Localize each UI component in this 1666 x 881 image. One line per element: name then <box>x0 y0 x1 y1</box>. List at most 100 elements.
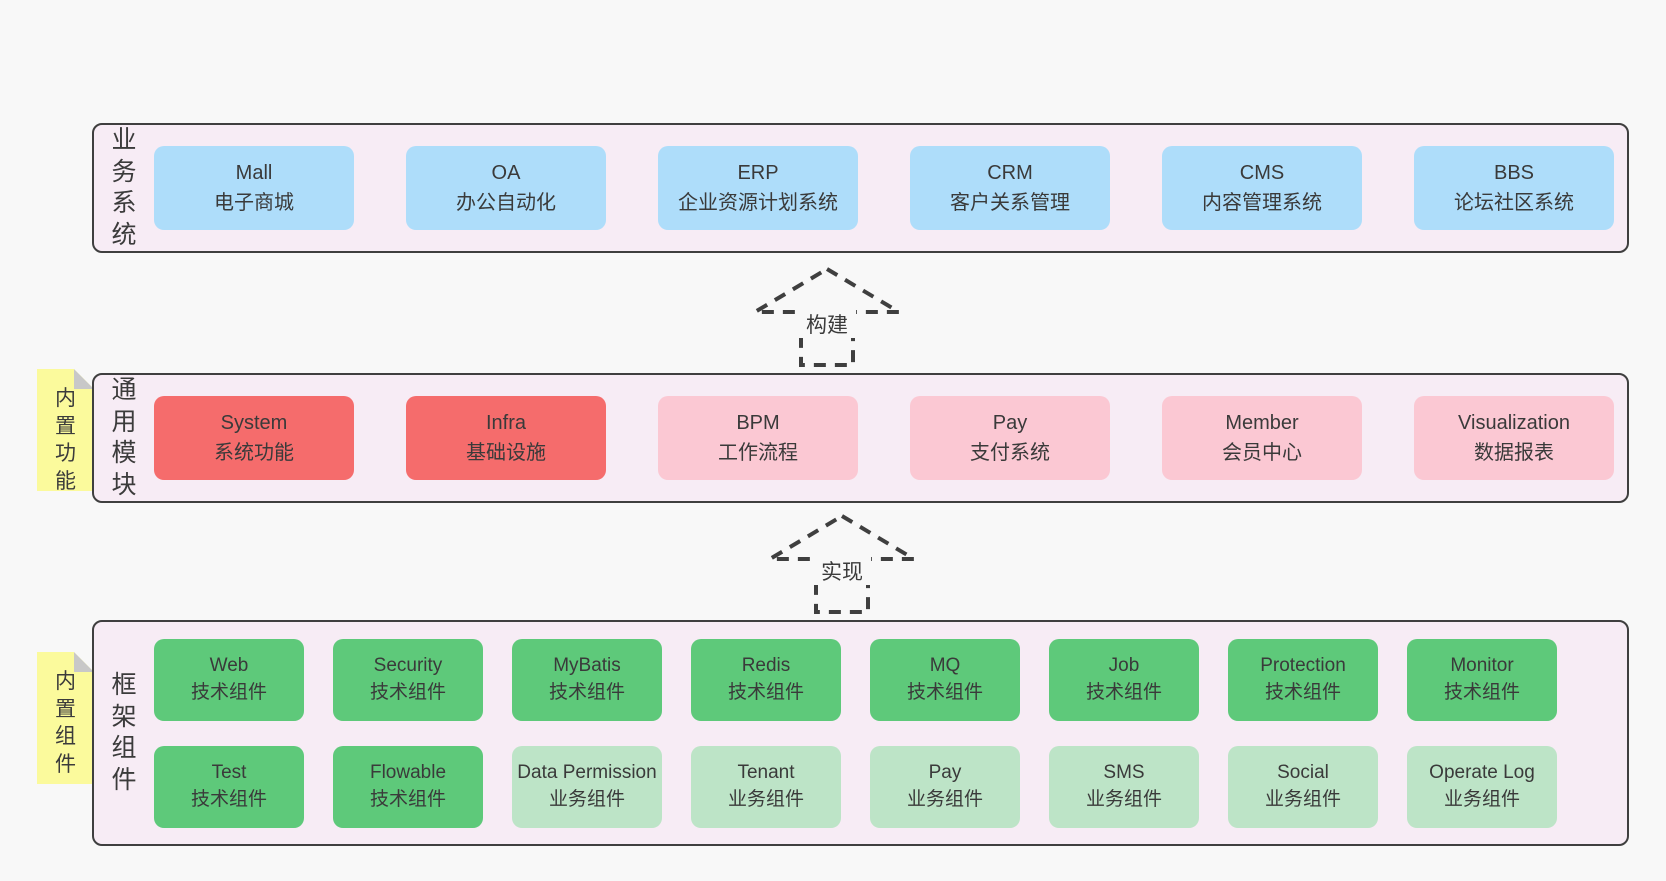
box-pay-component: Pay 业务组件 <box>870 745 1020 828</box>
box-name: Redis <box>741 654 791 676</box>
arrow-label: 构建 <box>806 314 848 337</box>
section-label: 通用模块 <box>111 376 137 499</box>
box-name: SMS <box>1103 761 1145 783</box>
section-common-modules: 通用模块 System 系统功能 Infra 基础设施 BPM 工作流程 Pay… <box>92 373 1629 503</box>
box-monitor: Monitor 技术组件 <box>1407 638 1557 721</box>
box-flowable: Flowable 技术组件 <box>333 745 483 828</box>
box-operate-log: Operate Log 业务组件 <box>1407 745 1557 828</box>
box-desc: 论坛社区系统 <box>1454 192 1574 214</box>
box-data-permission: Data Permission 业务组件 <box>512 745 662 828</box>
sticky-note-builtin-features: 内置功能 <box>37 369 94 491</box>
box-name: Operate Log <box>1429 761 1535 783</box>
note-label: 内置功能 <box>55 387 76 494</box>
box-desc: 企业资源计划系统 <box>678 192 838 214</box>
box-security: Security 技术组件 <box>333 638 483 721</box>
box-name: MyBatis <box>553 654 621 676</box>
box-redis: Redis 技术组件 <box>691 638 841 721</box>
box-desc: 支付系统 <box>970 442 1050 464</box>
box-desc: 业务组件 <box>727 788 804 810</box>
box-desc: 会员中心 <box>1222 442 1302 464</box>
box-desc: 技术组件 <box>548 681 625 703</box>
box-desc: 业务组件 <box>1264 788 1341 810</box>
section-framework-components: 框架组件 Web 技术组件 Security 技术组件 MyBatis 技术组件… <box>92 620 1629 846</box>
business-systems-row: Mall 电子商城 OA 办公自动化 ERP 企业资源计划系统 CRM 客户关系… <box>154 146 1614 230</box>
box-desc: 技术组件 <box>1443 681 1520 703</box>
box-protection: Protection 技术组件 <box>1228 638 1378 721</box>
box-name: Web <box>209 654 249 676</box>
box-visualization: Visualization 数据报表 <box>1414 396 1614 480</box>
box-name: Infra <box>485 412 527 434</box>
box-tenant: Tenant 业务组件 <box>691 745 841 828</box>
box-desc: 客户关系管理 <box>950 192 1070 214</box>
box-name: Monitor <box>1450 654 1514 676</box>
box-desc: 技术组件 <box>1264 681 1341 703</box>
box-mall: Mall 电子商城 <box>154 146 354 230</box>
box-pay-module: Pay 支付系统 <box>910 396 1110 480</box>
box-cms: CMS 内容管理系统 <box>1162 146 1362 230</box>
build-arrow-icon: 构建 <box>752 266 902 367</box>
box-name: Member <box>1225 412 1299 434</box>
box-desc: 办公自动化 <box>456 192 556 214</box>
box-desc: 基础设施 <box>466 442 546 464</box>
box-desc: 技术组件 <box>190 788 267 810</box>
box-test: Test 技术组件 <box>154 745 304 828</box>
note-fold-icon <box>74 369 94 389</box>
box-desc: 业务组件 <box>1443 788 1520 810</box>
box-name: CRM <box>987 162 1033 184</box>
box-name: OA <box>491 162 521 184</box>
note-label: 内置组件 <box>55 670 76 777</box>
box-desc: 技术组件 <box>1085 681 1162 703</box>
arrow-label: 实现 <box>821 561 863 584</box>
implement-arrow-icon: 实现 <box>767 513 917 614</box>
box-mybatis: MyBatis 技术组件 <box>512 638 662 721</box>
box-name: Test <box>211 761 247 783</box>
box-desc: 业务组件 <box>906 788 983 810</box>
section-business-systems: 业务系统 Mall 电子商城 OA 办公自动化 ERP 企业资源计划系统 CRM… <box>92 123 1629 253</box>
box-erp: ERP 企业资源计划系统 <box>658 146 858 230</box>
box-desc: 业务组件 <box>1085 788 1162 810</box>
box-social: Social 业务组件 <box>1228 745 1378 828</box>
box-name: Protection <box>1260 654 1346 676</box>
box-oa: OA 办公自动化 <box>406 146 606 230</box>
box-crm: CRM 客户关系管理 <box>910 146 1110 230</box>
box-mq: MQ 技术组件 <box>870 638 1020 721</box>
common-modules-row: System 系统功能 Infra 基础设施 BPM 工作流程 Pay 支付系统… <box>154 396 1614 480</box>
box-name: BBS <box>1493 162 1535 184</box>
box-name: BPM <box>736 412 780 434</box>
framework-components-grid: Web 技术组件 Security 技术组件 MyBatis 技术组件 Redi… <box>154 638 1557 828</box>
box-name: Mall <box>235 162 273 184</box>
box-desc: 业务组件 <box>548 788 625 810</box>
box-name: Social <box>1277 761 1329 783</box>
box-name: Visualization <box>1458 412 1570 434</box>
box-system: System 系统功能 <box>154 396 354 480</box>
box-name: CMS <box>1239 162 1285 184</box>
box-desc: 电子商城 <box>214 192 294 214</box>
box-name: Flowable <box>369 761 447 783</box>
box-desc: 内容管理系统 <box>1202 192 1322 214</box>
box-sms: SMS 业务组件 <box>1049 745 1199 828</box>
box-name: System <box>220 412 288 434</box>
box-desc: 技术组件 <box>906 681 983 703</box>
box-job: Job 技术组件 <box>1049 638 1199 721</box>
section-label: 框架组件 <box>111 671 137 794</box>
box-infra: Infra 基础设施 <box>406 396 606 480</box>
box-name: Data Permission <box>517 761 657 783</box>
box-desc: 系统功能 <box>214 442 294 464</box>
box-name: Security <box>373 654 443 676</box>
box-desc: 技术组件 <box>727 681 804 703</box>
section-label: 业务系统 <box>111 126 137 249</box>
box-desc: 工作流程 <box>718 442 798 464</box>
box-desc: 技术组件 <box>190 681 267 703</box>
box-name: Job <box>1108 654 1140 676</box>
box-bpm: BPM 工作流程 <box>658 396 858 480</box>
box-name: ERP <box>737 162 779 184</box>
note-fold-icon <box>74 652 94 672</box>
box-desc: 技术组件 <box>369 681 446 703</box>
box-desc: 数据报表 <box>1474 442 1554 464</box>
box-name: Pay <box>928 761 962 783</box>
box-name: Tenant <box>737 761 795 783</box>
box-member: Member 会员中心 <box>1162 396 1362 480</box>
box-name: Pay <box>992 412 1028 434</box>
box-bbs: BBS 论坛社区系统 <box>1414 146 1614 230</box>
